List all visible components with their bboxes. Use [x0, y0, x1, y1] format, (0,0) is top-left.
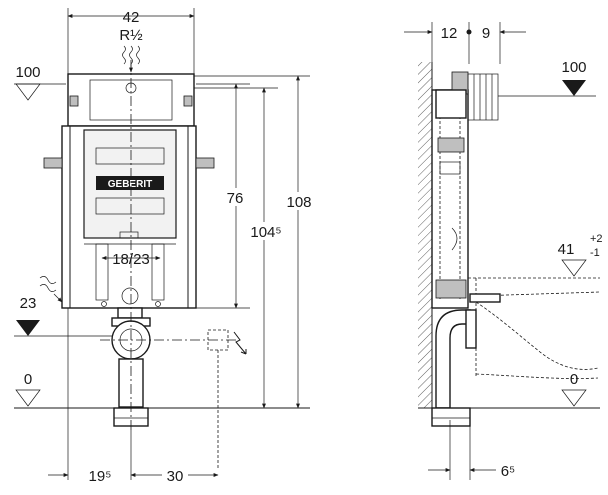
electrical-connection-icon [207, 329, 247, 468]
level-41-tol-plus: +2 [590, 233, 603, 245]
level-23-label: 23 [20, 295, 37, 312]
level-0-front-label: 0 [24, 371, 32, 388]
dimension-bottom-front: 19⁵ 30 [48, 308, 219, 485]
handle [119, 231, 139, 239]
dimension-bottom-side: 6⁵ [428, 420, 515, 480]
wall-bracket-right [195, 157, 215, 169]
height-76-label: 76 [227, 190, 244, 207]
brand-plate [96, 176, 164, 190]
level-marker-23: 23 [14, 295, 112, 337]
waste-pipe-side [431, 309, 477, 427]
level-0-side-label: 0 [570, 371, 578, 388]
bracket-side [435, 279, 467, 299]
depth-right-label: 9 [482, 25, 490, 42]
brand-label: GEBERIT [108, 179, 152, 190]
dimension-width-top: 42 R½ [67, 8, 195, 80]
flush-plate-top [95, 147, 165, 165]
depth-left-label: 12 [441, 25, 458, 42]
floor-side: 0 [418, 371, 600, 409]
floor-front: 0 [14, 371, 310, 409]
height-104-5-label: 104⁵ [250, 224, 281, 241]
inlet-valve-side [467, 73, 499, 121]
stud-left [95, 243, 109, 301]
wall [418, 62, 433, 408]
bracket-left-top [69, 95, 79, 107]
level-marker-100-front: 100 [14, 64, 66, 101]
level-41-tol-minus: -1 [590, 247, 600, 259]
flush-plate-bottom [95, 197, 165, 215]
vent-icon [39, 276, 63, 303]
bottom-offset-label: 6⁵ [501, 463, 516, 480]
bracket-right-top [183, 95, 193, 107]
outlet-ring [121, 287, 139, 305]
level-100-front-label: 100 [15, 64, 40, 81]
thread-label: R½ [119, 27, 143, 44]
dimension-depth-top: 12 9 [404, 22, 526, 64]
frame-side [431, 71, 499, 309]
level-marker-41: 41 +2 -1 [558, 233, 603, 277]
offset-right-label: 30 [167, 468, 184, 485]
width-top-label: 42 [123, 9, 140, 26]
height-108-label: 108 [286, 194, 311, 211]
dimension-height-104-5: 104⁵ [194, 87, 286, 409]
wall-bracket-left [43, 157, 63, 169]
stud-right [151, 243, 165, 301]
offset-left-label: 19⁵ [89, 468, 112, 485]
actuator-side [437, 137, 465, 153]
dimension-height-108: 108 [194, 75, 318, 409]
front-view: 42 R½ 100 [14, 8, 318, 485]
level-marker-100-side: 100 [498, 59, 596, 97]
toilet-bowl [468, 277, 601, 379]
level-100-side-label: 100 [561, 59, 586, 76]
dimension-height-76: 76 [196, 83, 250, 309]
level-41-label: 41 [558, 241, 575, 258]
installation-frame: GEBERIT [43, 125, 215, 309]
side-view: 12 9 100 [404, 22, 603, 480]
